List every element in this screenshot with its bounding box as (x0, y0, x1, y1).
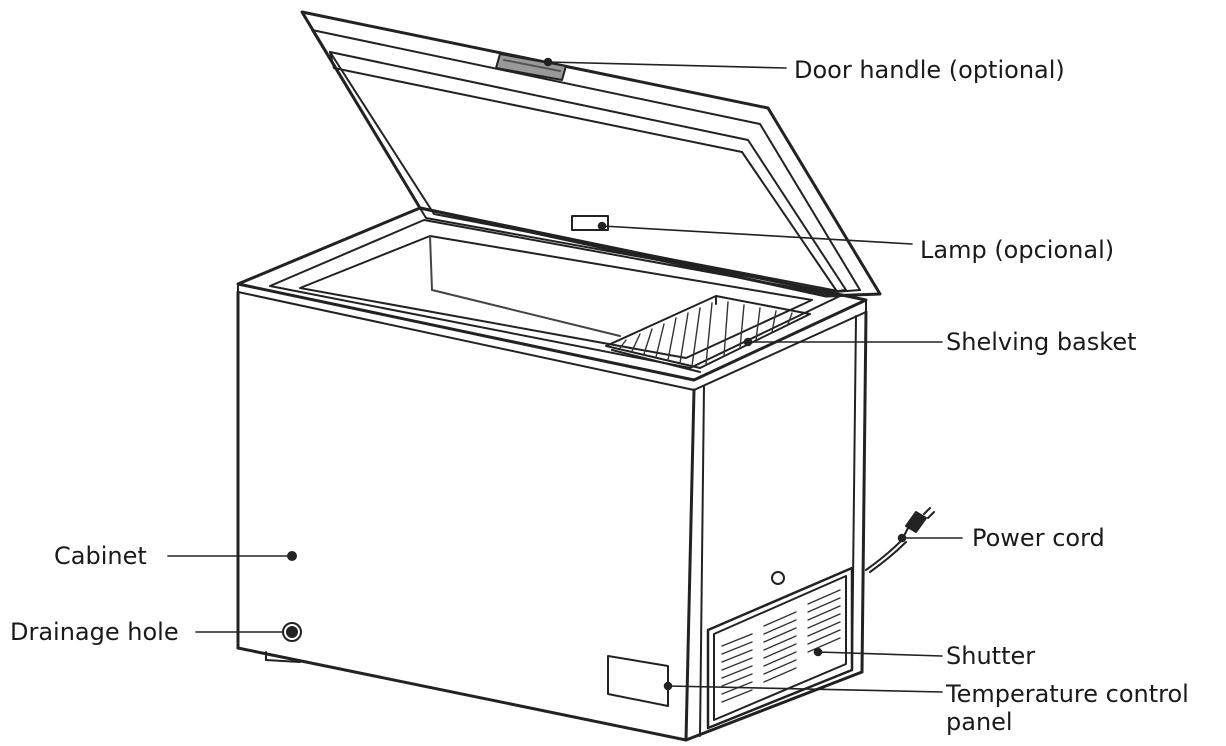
label-shelving-basket: Shelving basket (946, 328, 1137, 356)
cabinet-top-rim (236, 206, 868, 391)
drainage-hole-shape (282, 622, 302, 642)
label-drainage-hole: Drainage hole (10, 618, 179, 646)
power-cord-shape (865, 507, 935, 573)
label-lamp: Lamp (opcional) (920, 236, 1115, 264)
callout-lines (167, 57, 963, 693)
lid (300, 10, 882, 298)
label-temperature-control-panel: Temperature control panel (946, 680, 1226, 736)
inner-well (429, 235, 621, 337)
shutter-shape (706, 566, 854, 730)
label-cabinet: Cabinet (54, 542, 147, 570)
label-shutter: Shutter (946, 642, 1036, 670)
label-door-handle: Door handle (optional) (794, 56, 1065, 84)
label-temperature-control-panel-line1: Temperature control (946, 680, 1189, 708)
temperature-panel-shape (607, 655, 669, 707)
label-power-cord: Power cord (972, 524, 1105, 552)
cabinet-dot (287, 551, 297, 561)
cabinet-body (236, 290, 868, 742)
label-temperature-control-panel-line2: panel (946, 708, 1013, 736)
shelving-basket-shape (605, 295, 811, 373)
